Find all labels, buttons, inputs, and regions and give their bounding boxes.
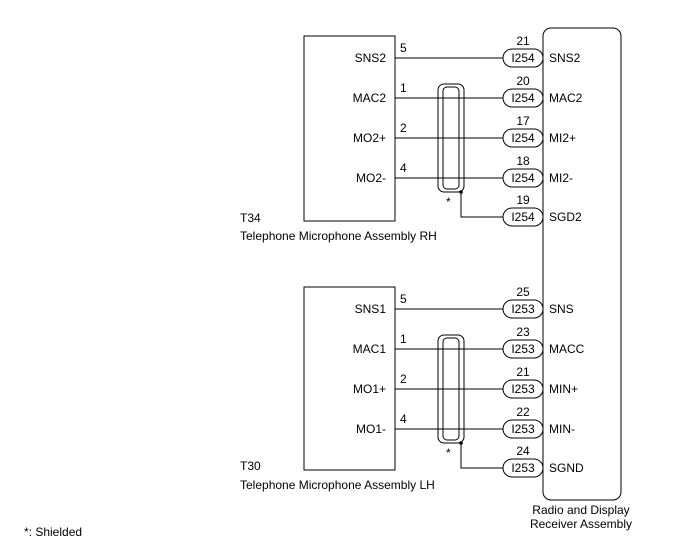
- receiver-pin-number: 21: [516, 34, 530, 48]
- component-code: T30: [240, 459, 261, 473]
- connector-code: I253: [511, 382, 535, 396]
- receiver-pin-label: MACC: [549, 342, 585, 356]
- receiver-pin-label: SNS: [549, 302, 574, 316]
- pin-number: 2: [400, 121, 407, 135]
- receiver-pin-number: 17: [516, 114, 530, 128]
- receiver-pin-number: 25: [516, 285, 530, 299]
- shield-drain-wire: [460, 443, 503, 469]
- pin-number: 5: [400, 292, 407, 306]
- connector-code: I254: [511, 171, 535, 185]
- pin-label: MO2-: [356, 171, 386, 185]
- connector-code: I253: [511, 302, 535, 316]
- connector-code: I254: [511, 91, 535, 105]
- connector-oval: [502, 419, 544, 439]
- pin-number: 2: [400, 372, 407, 386]
- connector-code: I253: [511, 342, 535, 356]
- connector-code: I253: [511, 422, 535, 436]
- receiver-pin-number: 21: [516, 365, 530, 379]
- pin-label: SNS2: [355, 51, 387, 65]
- shield-note: *: Shielded: [24, 525, 82, 539]
- component-name: Telephone Microphone Assembly RH: [240, 229, 437, 243]
- shield-inner: [442, 337, 460, 441]
- component-box: [303, 286, 396, 471]
- component-code: T34: [240, 211, 261, 225]
- connector-code: I254: [511, 51, 535, 65]
- receiver-pin-label: SGND: [549, 461, 584, 475]
- receiver-box: [542, 27, 622, 501]
- pin-label: MAC1: [353, 342, 387, 356]
- connector-oval: [502, 168, 544, 188]
- pin-number: 4: [400, 161, 407, 175]
- connector-oval: [502, 299, 544, 319]
- receiver-pin-label: MIN-: [549, 422, 575, 436]
- connector-code: I253: [511, 461, 535, 475]
- connector-oval: [502, 128, 544, 148]
- receiver-pin-number: 22: [516, 405, 530, 419]
- receiver-pin-label: MI2+: [549, 131, 576, 145]
- receiver-pin-label: SNS2: [549, 51, 581, 65]
- pin-label: MAC2: [353, 91, 387, 105]
- pin-number: 4: [400, 412, 407, 426]
- connector-oval: [502, 339, 544, 359]
- receiver-pin-number: 19: [516, 193, 530, 207]
- pin-number: 1: [400, 81, 407, 95]
- receiver-pin-label: MI2-: [549, 171, 573, 185]
- receiver-name-line1: Radio and Display: [532, 503, 629, 517]
- pin-number: 5: [400, 41, 407, 55]
- shield-inner: [442, 86, 460, 190]
- connector-oval: [502, 379, 544, 399]
- receiver-name-line2: Receiver Assembly: [530, 517, 632, 531]
- shield-mark: *: [446, 195, 451, 209]
- shield-junction-dot: [459, 441, 463, 445]
- pin-number: 1: [400, 332, 407, 346]
- shield-mark: *: [446, 446, 451, 460]
- receiver-pin-number: 20: [516, 74, 530, 88]
- receiver-pin-number: 23: [516, 325, 530, 339]
- shield-outer: [437, 334, 465, 444]
- connector-code: I254: [511, 210, 535, 224]
- connector-oval: [502, 88, 544, 108]
- connector-oval: [502, 207, 544, 227]
- pin-label: MO1+: [353, 382, 386, 396]
- shield-outer: [437, 83, 465, 193]
- pin-label: MO1-: [356, 422, 386, 436]
- receiver-pin-label: MAC2: [549, 91, 583, 105]
- component-name: Telephone Microphone Assembly LH: [240, 478, 435, 492]
- connector-oval: [502, 48, 544, 68]
- shield-drain-wire: [460, 192, 503, 218]
- pin-label: MO2+: [353, 131, 386, 145]
- shield-junction-dot: [459, 190, 463, 194]
- connector-oval: [502, 458, 544, 478]
- component-box: [303, 35, 396, 222]
- receiver-pin-number: 24: [516, 444, 530, 458]
- receiver-pin-label: SGD2: [549, 210, 582, 224]
- receiver-pin-number: 18: [516, 154, 530, 168]
- receiver-pin-label: MIN+: [549, 382, 578, 396]
- pin-label: SNS1: [355, 302, 387, 316]
- connector-code: I254: [511, 131, 535, 145]
